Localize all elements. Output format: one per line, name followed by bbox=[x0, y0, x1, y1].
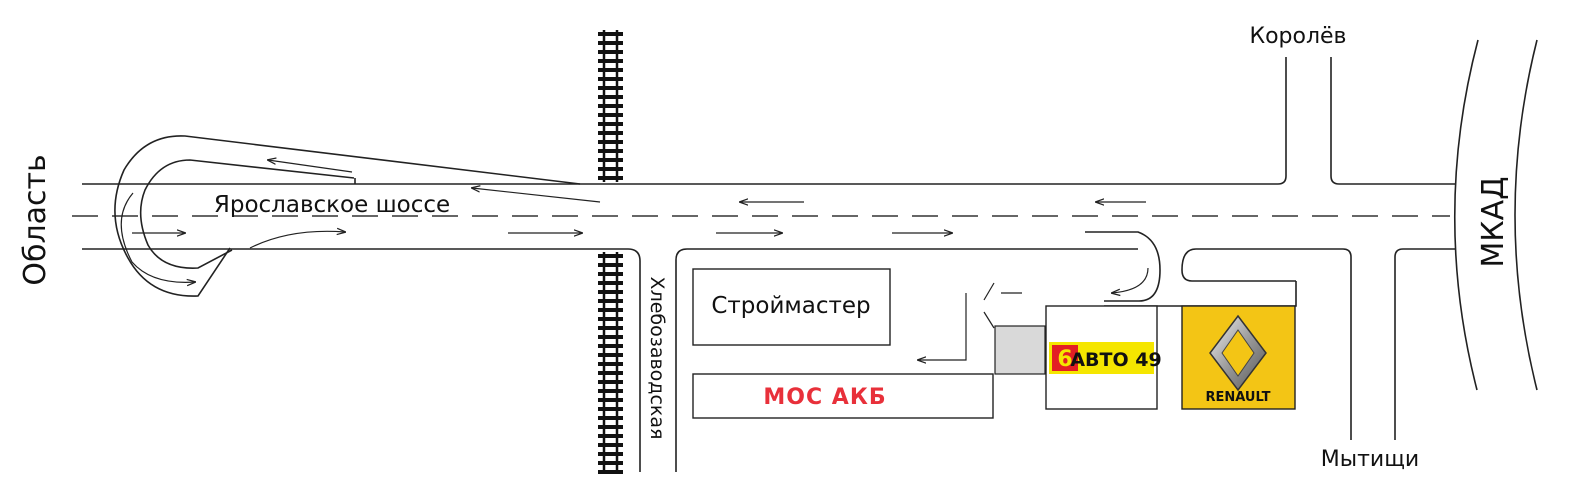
label-highway: Ярославское шоссе bbox=[214, 192, 450, 218]
parking-lot bbox=[994, 325, 1046, 375]
building-renault: RENAULT bbox=[1181, 305, 1296, 410]
avto49-badge-icon bbox=[1052, 345, 1078, 371]
building-avto49: 6 АВТО 49 bbox=[1045, 305, 1162, 410]
label-oblast: Область bbox=[18, 154, 53, 285]
renault-logo-icon bbox=[1209, 314, 1267, 392]
highway-south-edge bbox=[82, 231, 1456, 472]
label-korolev: Королёв bbox=[1249, 24, 1346, 49]
label-mkad: МКАД bbox=[1476, 176, 1511, 267]
mosakb-label: МОС АКБ bbox=[763, 385, 886, 410]
traffic-arrows bbox=[120, 160, 1149, 360]
avto49-badge: 6 bbox=[1057, 347, 1072, 372]
label-street: Хлебозаводская bbox=[646, 277, 668, 440]
avto49-label: АВТО 49 bbox=[1070, 349, 1161, 371]
highway-north-edge bbox=[82, 57, 1456, 185]
stroymaster-label: Строймастер bbox=[711, 293, 870, 319]
building-mosakb: МОС АКБ bbox=[692, 373, 994, 419]
label-mytishchi: Мытищи bbox=[1321, 447, 1419, 472]
railway bbox=[598, 30, 623, 474]
u-turn-loop bbox=[114, 135, 581, 297]
renault-label: RENAULT bbox=[1206, 390, 1271, 405]
mkad-ring bbox=[1453, 39, 1538, 391]
building-stroymaster: Строймастер bbox=[692, 268, 891, 346]
